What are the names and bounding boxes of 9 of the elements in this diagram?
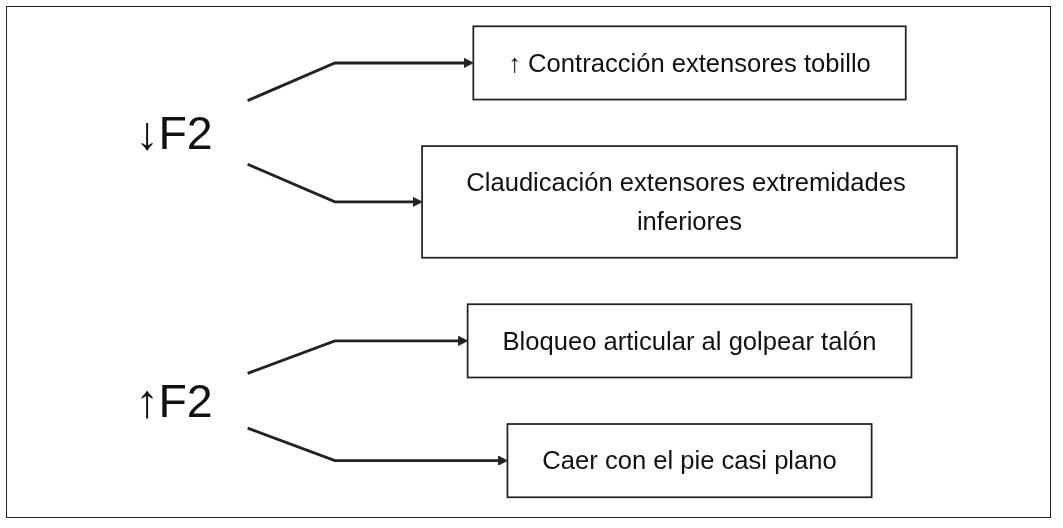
arrow — [246, 427, 508, 466]
node-box: Caer con el pie casi plano — [506, 423, 873, 499]
node-box: Claudicación extensores extremidades inferiores — [421, 145, 958, 259]
node-text: ↓F2 — [135, 107, 213, 159]
node-box: ↑ Contracción extensores tobillo — [472, 25, 907, 101]
arrow — [246, 335, 468, 375]
arrow — [246, 58, 474, 103]
node-box: Bloqueo articular al golpear talón — [466, 303, 913, 379]
node-text: ↑F2 — [135, 375, 213, 427]
